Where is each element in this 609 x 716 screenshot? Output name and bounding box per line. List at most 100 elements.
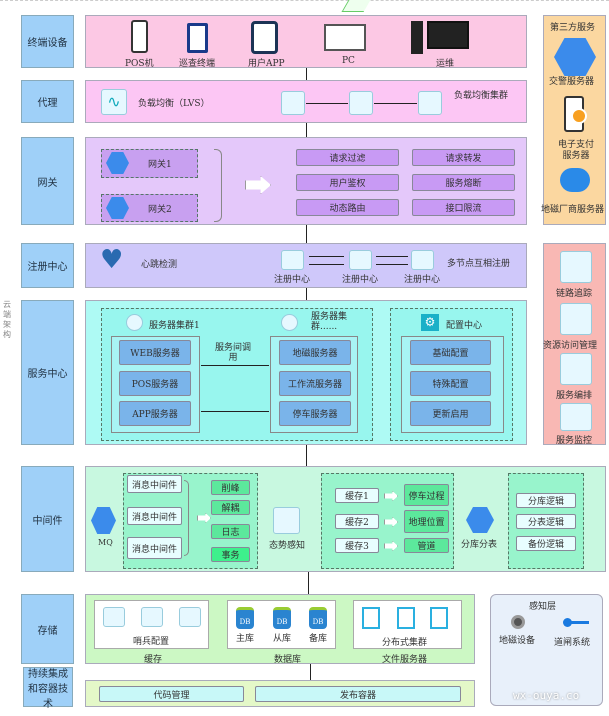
cache-item[interactable]: 缓存2 <box>335 514 379 529</box>
heartbeat-label: 心跳检测 <box>141 260 178 270</box>
feature-button[interactable]: 请求过滤 <box>296 149 399 166</box>
gateway-node[interactable]: 网关2 <box>101 194 198 222</box>
db-icon: DB <box>273 607 291 629</box>
registry-cloud-icon <box>411 250 434 270</box>
sharding-label: 分库分表 <box>461 540 498 550</box>
row-label-ci: 持续集成和容器技术 <box>23 667 73 710</box>
row-label-gateway: 网关 <box>21 137 74 225</box>
proxy-panel: ∿ 负载均衡（LVS） 负载均衡集群 <box>85 80 527 123</box>
top-border <box>0 0 609 2</box>
share-file-icon <box>362 607 380 629</box>
mq-item[interactable]: 消息中间件 <box>127 537 182 559</box>
share-file-icon <box>430 607 448 629</box>
side-label: 云端架构 <box>3 300 11 339</box>
barrier-gate-icon <box>563 618 572 627</box>
server-item[interactable]: 停车服务器 <box>279 401 351 426</box>
third-party-item: 交警服务器 <box>549 77 595 87</box>
lvs-label: 负载均衡（LVS） <box>138 99 210 109</box>
db-icon: DB <box>236 607 254 629</box>
config-item[interactable]: 特殊配置 <box>410 371 491 396</box>
server-item[interactable]: 工作流服务器 <box>279 371 351 396</box>
ops-item: 资源访问管理 <box>543 341 598 351</box>
magnetic-sensor-icon <box>511 615 525 629</box>
registry-node-label: 注册中心 <box>404 275 441 285</box>
device-label: 运维 <box>436 59 455 69</box>
arrow <box>309 256 344 257</box>
row-label-storage: 存储 <box>21 594 74 664</box>
connector <box>306 225 307 243</box>
gateway-node[interactable]: 网关1 <box>101 149 198 178</box>
arrow <box>376 256 408 257</box>
mq-use: 解耦 <box>211 500 250 515</box>
mq-item[interactable]: 消息中间件 <box>127 475 182 493</box>
shard-item[interactable]: 分表逻辑 <box>516 514 576 529</box>
db-subpanel: DB DB DB 主库 从库 备库 <box>227 600 336 649</box>
police-shield-icon <box>554 38 596 76</box>
ci-item[interactable]: 发布容器 <box>255 686 461 702</box>
file-subpanel: 分布式集群 <box>353 600 462 649</box>
trace-icon <box>560 251 592 283</box>
laptop-icon <box>324 24 366 51</box>
config-item[interactable]: 更新启用 <box>410 401 491 426</box>
ops-item: 服务编排 <box>556 391 593 401</box>
config-title: 配置中心 <box>446 321 483 331</box>
ci-item[interactable]: 代码管理 <box>99 686 244 702</box>
redis-icon <box>103 607 125 627</box>
server-item[interactable]: WEB服务器 <box>119 340 191 365</box>
coin-icon <box>571 108 587 124</box>
ci-panel: 代码管理 发布容器 <box>85 680 475 707</box>
feature-button[interactable]: 接口限流 <box>412 199 515 216</box>
shard-item[interactable]: 分库逻辑 <box>516 493 576 508</box>
third-party-item: 地磁厂商服务器 <box>541 205 605 215</box>
shard-item[interactable]: 备份逻辑 <box>516 536 576 551</box>
service-panel: 服务器集群1 服务器集群...... WEB服务器 POS服务器 APP服务器 … <box>85 300 527 445</box>
share-file-icon <box>397 607 415 629</box>
pos-icon <box>131 20 148 53</box>
gateway-icon <box>106 197 129 219</box>
middleware-panel: MQ 消息中间件 消息中间件 消息中间件 削峰 解耦 日志 事务 态势感知 缓存… <box>85 466 606 572</box>
registry-cloud-icon <box>349 250 372 270</box>
feature-button[interactable]: 请求转发 <box>412 149 515 166</box>
server-item[interactable]: 地磁服务器 <box>279 340 351 365</box>
row-label-middleware: 中间件 <box>21 466 74 572</box>
mq-use: 削峰 <box>211 480 250 495</box>
db-label: 主库 <box>236 634 255 644</box>
cache-item[interactable]: 缓存1 <box>335 488 379 503</box>
heartbeat-icon: ♥ <box>100 245 124 275</box>
cache-output: 地理位置 <box>404 510 449 533</box>
server-item[interactable]: APP服务器 <box>119 401 191 426</box>
barrier-arm <box>571 621 589 624</box>
tablet-icon <box>251 21 278 54</box>
feature-button[interactable]: 服务熔断 <box>412 174 515 191</box>
sensing-item: 道闸系统 <box>554 638 591 648</box>
android-icon <box>187 23 208 53</box>
registry-cloud-icon <box>281 250 304 270</box>
feature-button[interactable]: 用户鉴权 <box>296 174 399 191</box>
ops-panel: 链路追踪 资源访问管理 服务编排 服务监控 <box>543 243 606 446</box>
server-item[interactable]: POS服务器 <box>119 371 191 396</box>
stack-icon <box>273 507 300 534</box>
mq-label: MQ <box>98 538 113 547</box>
terminal-panel: POS机 巡查终端 用户APP PC 运维 <box>85 15 527 69</box>
feature-button[interactable]: 动态路由 <box>296 199 399 216</box>
right-arrow-icon <box>245 176 271 194</box>
mq-item[interactable]: 消息中间件 <box>127 507 182 525</box>
lb-cluster-label: 负载均衡集群 <box>454 91 509 101</box>
cloud-network-icon <box>560 168 590 192</box>
db-icon: DB <box>309 607 327 629</box>
third-party-item: 电子支付服务器 <box>557 140 594 161</box>
connector <box>306 288 307 300</box>
third-party-panel: 第三方服务 交警服务器 电子支付服务器 地磁厂商服务器 <box>541 15 606 225</box>
cluster-title: 服务器集群...... <box>311 312 348 332</box>
device-label: 巡查终端 <box>179 59 216 69</box>
gateway-name: 网关2 <box>148 205 172 215</box>
registry-panel: ♥ 心跳检测 注册中心 注册中心 注册中心 多节点互相注册 <box>85 243 527 288</box>
arrow <box>201 365 269 366</box>
mq-use: 事务 <box>211 547 250 562</box>
file-caption: 文件服务器 <box>382 655 428 665</box>
database-caption: 数据库 <box>274 655 302 665</box>
brace <box>184 480 189 556</box>
config-item[interactable]: 基础配置 <box>410 340 491 365</box>
device-label: 用户APP <box>248 59 285 69</box>
cache-item[interactable]: 缓存3 <box>335 538 379 553</box>
